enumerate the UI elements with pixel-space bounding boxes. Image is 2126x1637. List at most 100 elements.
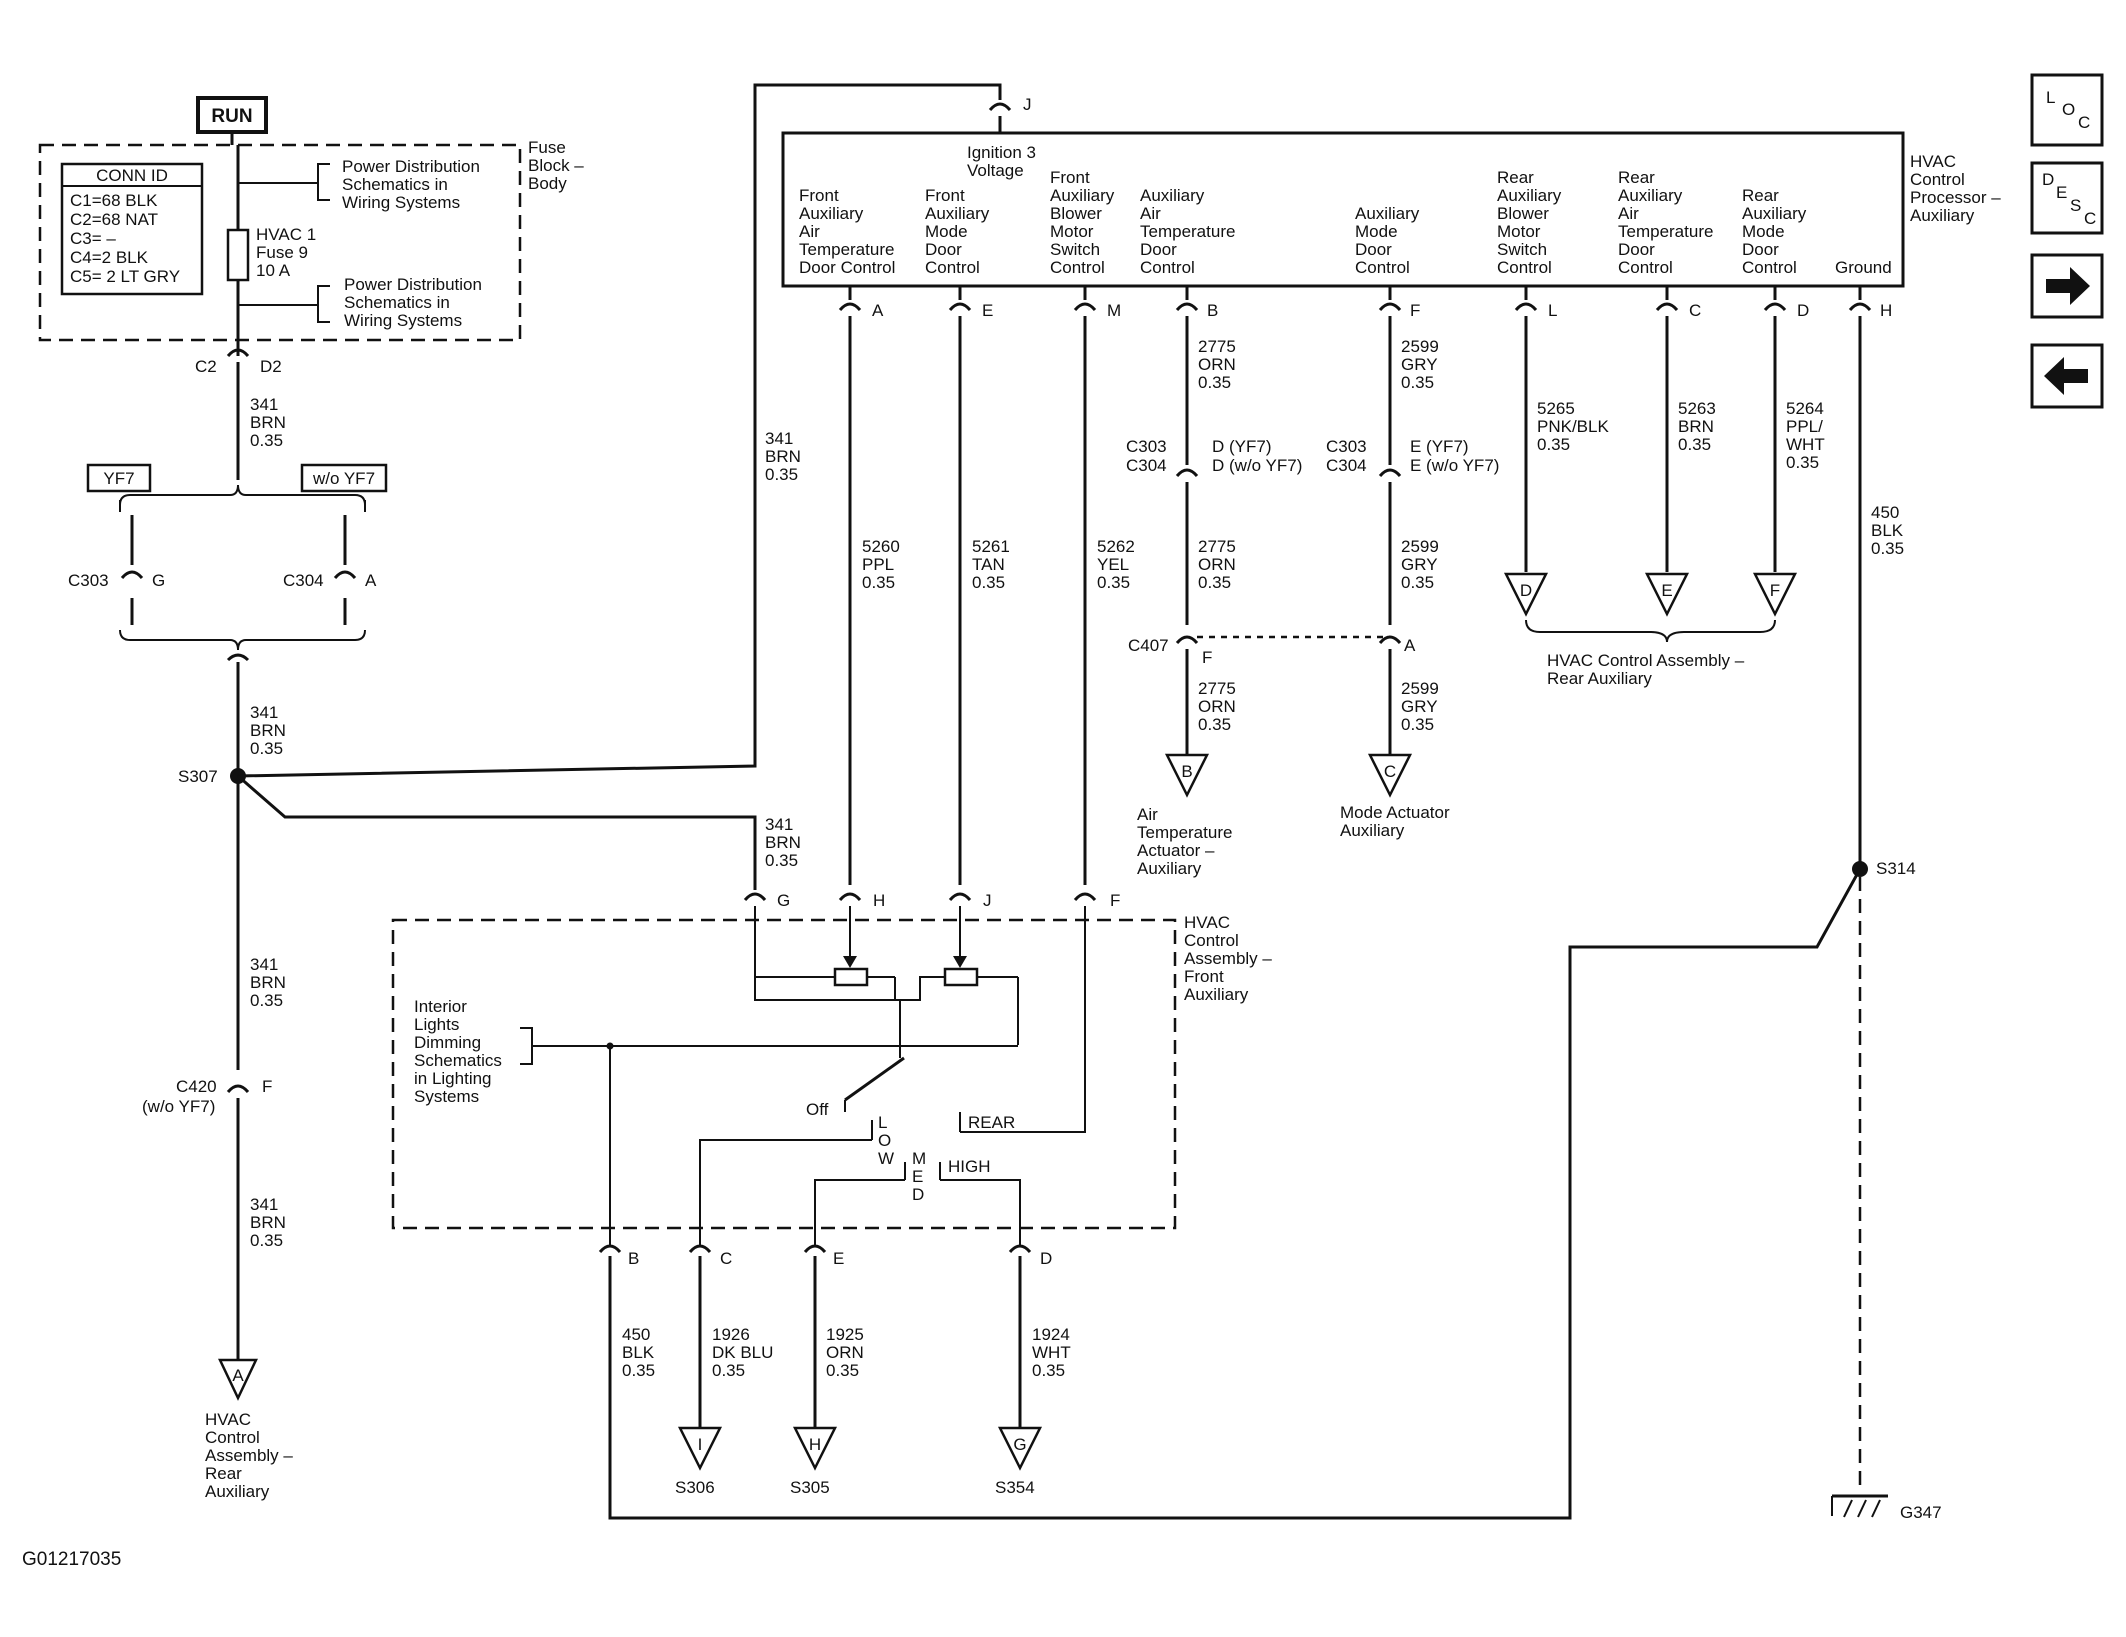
col-label: Air	[1618, 204, 1639, 223]
col-label: Auxiliary	[925, 204, 990, 223]
col-label: Temperature	[799, 240, 894, 259]
run-power-source: RUN	[196, 96, 268, 134]
option-yf7: YF7	[103, 469, 134, 488]
arrow-left-icon	[2044, 357, 2088, 395]
wire-1926-label: 1926	[712, 1325, 750, 1344]
wire-2599-color: GRY	[1401, 555, 1438, 574]
ref-power-dist-top-1: Power Distribution	[342, 157, 480, 176]
desc-button[interactable]: D E S C	[2030, 161, 2104, 235]
col-label: Auxiliary	[799, 204, 864, 223]
splice-s314-label: S314	[1876, 859, 1916, 878]
pin-h: H	[873, 891, 885, 910]
arrow-right-icon	[2046, 267, 2090, 305]
dimming-ref: in Lighting	[414, 1069, 492, 1088]
desc-letter: S	[2070, 196, 2081, 215]
col-label: Motor	[1497, 222, 1541, 241]
front-assembly-title: Control	[1184, 931, 1239, 950]
col-aux-air-temp: Auxiliary Air Temperature Door Control	[1140, 186, 1235, 277]
processor-title: HVAC	[1910, 152, 1956, 171]
offpage-b-label: Temperature	[1137, 823, 1232, 842]
col-label: Blower	[1497, 204, 1549, 223]
wire-5265-gauge: 0.35	[1537, 435, 1570, 454]
col-label: Control	[925, 258, 980, 277]
ref-power-dist-bottom-2: Schematics in	[344, 293, 450, 312]
ignition-label: Voltage	[967, 161, 1024, 180]
rear-assembly-label: Rear Auxiliary	[1547, 669, 1652, 688]
prev-page-button[interactable]	[2030, 343, 2104, 409]
wire-2775-gauge: 0.35	[1198, 373, 1231, 392]
loc-letter: C	[2078, 113, 2090, 132]
wire-2775-label: 2775	[1198, 337, 1236, 356]
conn-c304-label: C304	[1126, 456, 1167, 475]
processor-pins: A E M B F L C D H	[838, 286, 1892, 320]
conn-id-row: C2=68 NAT	[70, 210, 158, 229]
conn-id-table: CONN ID C1=68 BLK C2=68 NAT C3= – C4=2 B…	[60, 162, 204, 296]
ref-power-dist-bottom-3: Wiring Systems	[344, 311, 462, 330]
conn-c304-label: C304	[1326, 456, 1367, 475]
wire-450-gauge: 0.35	[622, 1361, 655, 1380]
offpage-a-label: HVAC	[205, 1410, 251, 1429]
wire-5264-gauge: 0.35	[1786, 453, 1819, 472]
col-label: Switch	[1497, 240, 1547, 259]
offpage-f-letter: F	[1770, 581, 1780, 600]
run-label: RUN	[211, 106, 252, 127]
conn-d2: D2	[260, 357, 282, 376]
offpage-b-label: Actuator –	[1137, 841, 1215, 860]
conn-c420-pin: F	[262, 1077, 272, 1096]
offpage-connector-g: G	[997, 1426, 1043, 1471]
wire-341-label: 341	[765, 815, 793, 834]
conn-id-row: C1=68 BLK	[70, 191, 158, 210]
col-label: Mode	[1742, 222, 1785, 241]
pin-m: M	[1107, 301, 1121, 320]
ignition-label: Ignition 3	[967, 143, 1036, 162]
wire-2775-gauge: 0.35	[1198, 573, 1231, 592]
wire-5265-color: PNK/BLK	[1537, 417, 1609, 436]
splice-s354-label: S354	[995, 1478, 1035, 1497]
switch-low-label: W	[878, 1149, 894, 1168]
offpage-a-letter: A	[232, 1366, 244, 1385]
hvac-processor: HVAC Control Processor – Auxiliary Ignit…	[781, 131, 2001, 288]
conn-c407-pin-f: F	[1202, 648, 1212, 667]
col-rear-air-temp: Rear Auxiliary Air Temperature Door Cont…	[1618, 168, 1713, 277]
wire-1925-color: ORN	[826, 1343, 864, 1362]
wire-5263-gauge: 0.35	[1678, 435, 1711, 454]
col-label: Auxiliary	[1050, 186, 1115, 205]
rear-assembly-label: HVAC Control Assembly –	[1547, 651, 1745, 670]
wire-341-gauge: 0.35	[250, 431, 283, 450]
wire-2599-label: 2599	[1401, 337, 1439, 356]
wire-1924-gauge: 0.35	[1032, 1361, 1065, 1380]
option-split: YF7 w/o YF7 C303 G C304 A	[68, 463, 388, 651]
processor-title: Control	[1910, 170, 1965, 189]
pin-d: D	[1797, 301, 1809, 320]
wire-5264-color: PPL/	[1786, 417, 1823, 436]
col-label: Air	[1140, 204, 1161, 223]
conn-c420: C420	[176, 1077, 217, 1096]
wire-5265-label: 5265	[1537, 399, 1575, 418]
next-page-button[interactable]	[2030, 253, 2104, 319]
ground-g347	[1831, 1494, 1888, 1518]
splice-s305-label: S305	[790, 1478, 830, 1497]
offpage-a-label: Rear	[205, 1464, 242, 1483]
offpage-b-letter: B	[1181, 762, 1192, 781]
col-label: Door	[925, 240, 962, 259]
col-front-mode-door: Front Auxiliary Mode Door Control	[925, 186, 990, 277]
offpage-connector-b: B	[1164, 753, 1210, 798]
loc-letter: O	[2062, 100, 2075, 119]
offpage-connector-f: F	[1752, 572, 1798, 617]
ignition-pin: J	[1023, 95, 1032, 114]
ref-power-dist-bottom-1: Power Distribution	[344, 275, 482, 294]
fuse-block-label-1: Fuse	[528, 138, 566, 157]
pin-d: D	[1040, 1249, 1052, 1268]
potentiometer-front-temp	[833, 967, 869, 987]
col-label: Auxiliary	[1497, 186, 1562, 205]
loc-button[interactable]: L O C	[2030, 73, 2104, 147]
pin-f: F	[1410, 301, 1420, 320]
col-label: Control	[1497, 258, 1552, 277]
switch-med-label: D	[912, 1185, 924, 1204]
wire-5263-label: 5263	[1678, 399, 1716, 418]
offpage-connector-d: D	[1503, 572, 1549, 617]
conn-c303: C303	[68, 571, 109, 590]
conn-id-title: CONN ID	[96, 166, 168, 185]
front-assembly-title: Front	[1184, 967, 1224, 986]
pin-b: B	[1207, 301, 1218, 320]
